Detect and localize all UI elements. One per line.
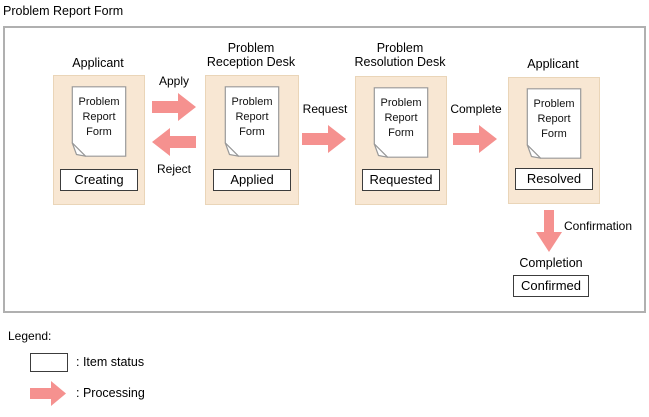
processing-label: : Processing bbox=[76, 386, 145, 400]
complete-arrow-icon bbox=[453, 125, 497, 153]
status-box-applied: Applied bbox=[213, 169, 291, 191]
station-resolution-desk: Problem Report Form Requested bbox=[355, 76, 447, 205]
status-box-confirmed: Confirmed bbox=[513, 275, 589, 297]
station-label-applicant-1: Applicant bbox=[72, 56, 124, 70]
station-label-resolution-desk: Problem Resolution Desk bbox=[354, 41, 446, 69]
document-label: Problem Report Form bbox=[380, 97, 422, 139]
station-label-reception-desk: Problem Reception Desk bbox=[206, 41, 296, 69]
confirmation-label: Confirmation bbox=[564, 219, 633, 233]
document-label: Problem Report Form bbox=[231, 96, 273, 138]
status-box-creating: Creating bbox=[60, 169, 138, 191]
station-applicant-1: Problem Report Form Creating bbox=[53, 75, 145, 205]
document-icon: Problem Report Form bbox=[71, 86, 127, 157]
document-label: Problem Report Form bbox=[78, 96, 120, 138]
confirmation-arrow-icon bbox=[536, 210, 562, 252]
processing-arrow-icon bbox=[30, 381, 66, 406]
document-icon: Problem Report Form bbox=[526, 88, 582, 159]
complete-label: Complete bbox=[450, 102, 502, 116]
status-box-resolved: Resolved bbox=[515, 168, 593, 190]
request-arrow-icon bbox=[302, 125, 346, 153]
legend-title: Legend: bbox=[8, 329, 52, 343]
station-applicant-2: Problem Report Form Resolved bbox=[508, 77, 600, 204]
completion-label: Completion bbox=[519, 256, 583, 270]
page-title: Problem Report Form bbox=[3, 4, 124, 18]
reject-arrow-icon bbox=[152, 128, 196, 156]
apply-label: Apply bbox=[158, 74, 190, 88]
document-icon: Problem Report Form bbox=[373, 87, 429, 158]
apply-arrow-icon bbox=[152, 93, 196, 121]
document-icon: Problem Report Form bbox=[224, 86, 280, 157]
station-label-applicant-2: Applicant bbox=[527, 57, 579, 71]
status-box-requested: Requested bbox=[362, 169, 440, 191]
station-reception-desk: Problem Report Form Applied bbox=[205, 75, 299, 205]
item-status-box-icon bbox=[30, 353, 68, 372]
document-label: Problem Report Form bbox=[533, 98, 575, 140]
reject-label: Reject bbox=[156, 162, 192, 176]
item-status-label: : Item status bbox=[76, 355, 145, 369]
request-label: Request bbox=[302, 102, 348, 116]
